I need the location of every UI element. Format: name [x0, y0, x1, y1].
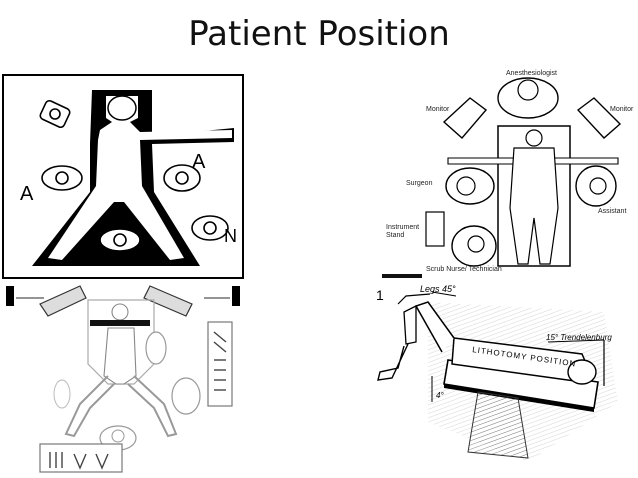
label-assistant: Assistant	[598, 208, 627, 215]
label-a-right: A	[192, 151, 206, 173]
label-a-left: A	[20, 183, 34, 205]
page-title: Patient Position	[188, 14, 450, 54]
label-anesthesiologist: Anesthesiologist	[506, 70, 557, 77]
diagram-top-right: Anesthesiologist Monitor Monitor Surgeon…	[382, 68, 638, 280]
label-n: N	[224, 226, 237, 246]
diagram-bottom-right: 1 Legs 45° 15° Trendelenburg LITHOTOMY P…	[368, 282, 634, 476]
staff-icon-top	[39, 99, 71, 129]
label-figure-number: 1	[376, 287, 384, 303]
label-s: S	[128, 250, 140, 270]
staff-icon-a-right	[163, 164, 201, 192]
label-monitor-left: Monitor	[426, 106, 450, 113]
staff-icon-a-left	[41, 165, 83, 191]
patient-figure	[48, 96, 232, 260]
staff-icon-n	[191, 215, 229, 241]
label-monitor-right: Monitor	[610, 106, 634, 113]
label-scrub-nurse: Scrub Nurse/ Technician	[426, 266, 502, 273]
staff-icon-s	[99, 228, 141, 252]
label-instrument-stand: Instrument Stand	[386, 224, 420, 239]
label-surgeon: Surgeon	[406, 180, 433, 187]
label-trendelenburg: 15° Trendelenburg	[546, 333, 612, 342]
diagram-top-left: A A S N	[2, 74, 244, 279]
label-small-angle: 4°	[436, 391, 444, 400]
diagram-bottom-left	[4, 284, 244, 476]
label-legs-angle: Legs 45°	[420, 284, 456, 294]
